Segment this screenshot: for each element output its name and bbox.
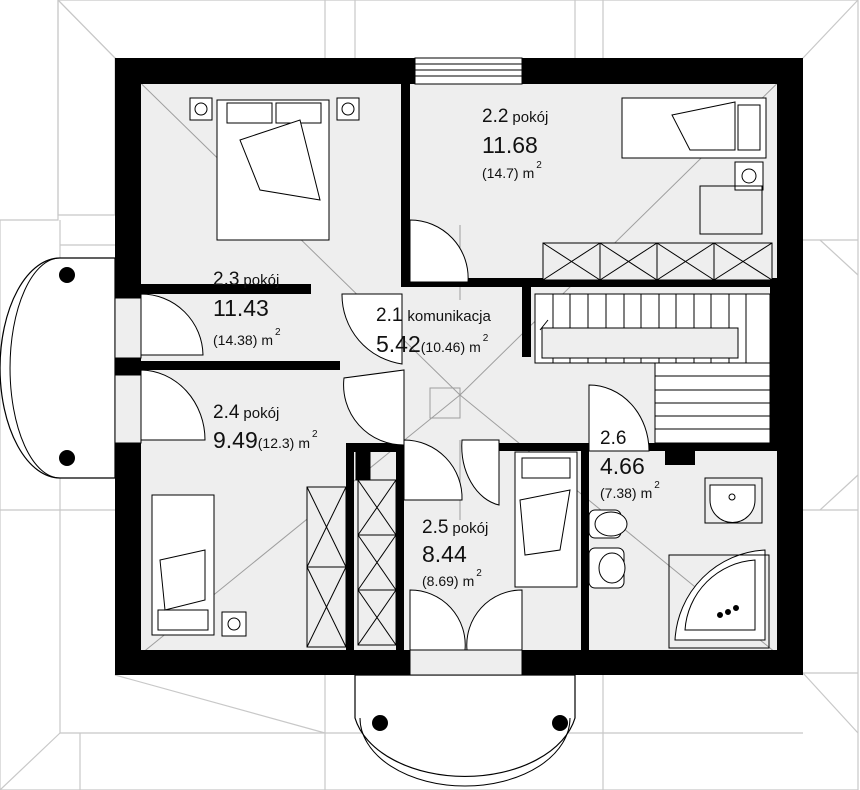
svg-text:(14.7)m2: (14.7)m2 [482, 160, 542, 181]
bathroom-fixtures [588, 477, 770, 649]
svg-text:11.68: 11.68 [482, 132, 538, 158]
wardrobes [306, 242, 773, 648]
svg-text:11.43: 11.43 [213, 295, 269, 321]
interior-walls [115, 84, 777, 650]
bed-room-2-4 [151, 494, 247, 637]
svg-text:4.66: 4.66 [600, 453, 645, 479]
svg-text:(8.69)m2: (8.69)m2 [422, 568, 482, 589]
doors [140, 219, 650, 651]
staircase [534, 293, 771, 444]
svg-text:8.44: 8.44 [422, 541, 467, 567]
svg-text:2.6: 2.6 [600, 428, 626, 449]
balcony-bottom [354, 674, 576, 787]
bay-window-left [0, 257, 116, 479]
svg-text:(7.38)m2: (7.38)m2 [600, 480, 660, 501]
svg-text:9.49(12.3)m2: 9.49(12.3)m2 [213, 427, 318, 453]
svg-text:5.42(10.46)m2: 5.42(10.46)m2 [376, 331, 489, 357]
opening-bottom [409, 649, 523, 676]
opening-left [114, 297, 142, 444]
bed-room-2-5 [514, 451, 578, 588]
bed-room-2-3 [189, 97, 360, 241]
bed-room-2-2 [621, 97, 767, 235]
svg-text:(14.38)m2: (14.38)m2 [213, 327, 281, 348]
window-top [414, 57, 523, 85]
